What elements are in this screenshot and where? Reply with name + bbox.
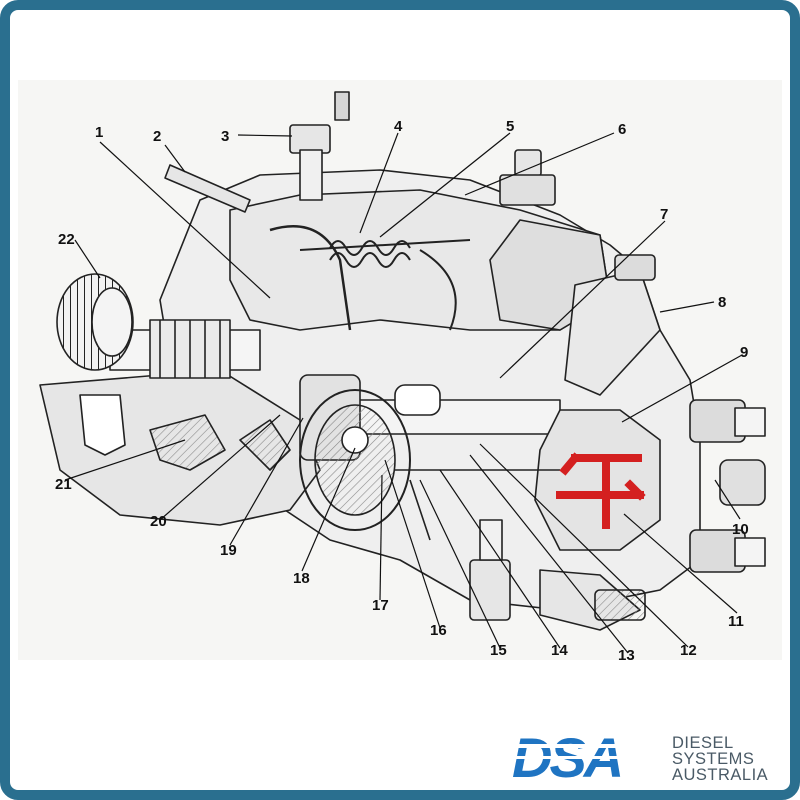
- label-13: 13: [618, 647, 635, 664]
- label-11: 11: [728, 613, 744, 630]
- label-4: 4: [394, 118, 403, 135]
- label-12: 12: [680, 642, 697, 659]
- label-18: 18: [293, 570, 310, 587]
- part-labels: 1 2 3 4 5 6 7 8 9 10 11 12 13 14 15 16 1…: [55, 118, 749, 664]
- highlighted-rotor: [556, 452, 646, 529]
- label-22: 22: [58, 231, 75, 248]
- logo-line-3: AUSTRALIA: [672, 766, 768, 784]
- label-20: 20: [150, 513, 167, 530]
- label-17: 17: [372, 597, 389, 614]
- label-9: 9: [740, 344, 748, 361]
- label-2: 2: [153, 128, 161, 145]
- pump-illustration: [39, 91, 766, 631]
- label-15: 15: [490, 642, 507, 659]
- label-10: 10: [732, 521, 749, 538]
- logo-line-2: SYSTEMS: [672, 750, 754, 768]
- dsa-logo: DSA DIESEL SYSTEMS AUSTRALIA: [512, 726, 768, 789]
- label-6: 6: [618, 121, 626, 138]
- leader-lines: [64, 132, 743, 654]
- label-8: 8: [718, 294, 726, 311]
- label-19: 19: [220, 542, 237, 559]
- label-14: 14: [551, 642, 568, 659]
- logo-line-1: DIESEL: [672, 734, 734, 752]
- label-21: 21: [55, 476, 72, 493]
- label-16: 16: [430, 622, 447, 639]
- label-1: 1: [95, 124, 103, 141]
- logo-stripe: [514, 744, 664, 748]
- label-3: 3: [221, 128, 229, 145]
- label-5: 5: [506, 118, 514, 135]
- drive-pulley-22: [56, 273, 134, 371]
- logo-stripe: [514, 756, 664, 759]
- label-7: 7: [660, 206, 668, 223]
